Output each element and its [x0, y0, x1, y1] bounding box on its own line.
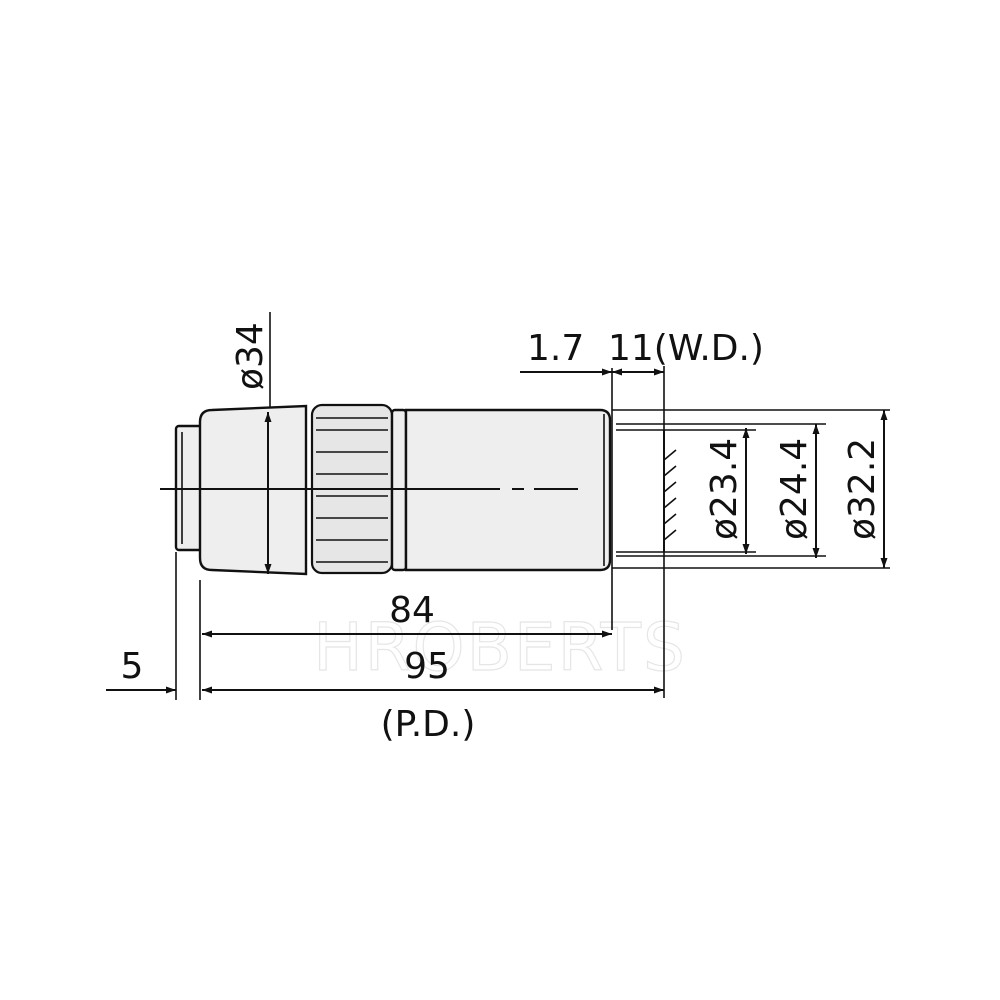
watermark-text: HROBERTS — [313, 609, 687, 686]
label-tip-diameter-3: ø32.2 — [842, 438, 883, 540]
label-working-distance: 11(W.D.) — [608, 328, 764, 369]
tip-extension-lines — [612, 409, 890, 569]
label-cover-glass: 1.7 — [527, 328, 584, 369]
dim-outer-diameter — [264, 312, 272, 574]
label-tip-diameter-1: ø23.4 — [704, 438, 745, 540]
dim-tip-diameters — [742, 410, 888, 568]
label-thread-length: 5 — [121, 646, 144, 687]
label-body-length: 84 — [389, 590, 435, 631]
label-parfocal-pd: (P.D.) — [381, 704, 476, 745]
objective-barrel-main — [390, 408, 612, 572]
specimen-hatch — [663, 430, 677, 552]
label-tip-diameter-2: ø24.4 — [774, 438, 815, 540]
dim-lengths — [106, 630, 664, 694]
label-outer-diameter: ø34 — [230, 322, 271, 390]
label-parfocal-length: 95 — [404, 646, 450, 687]
